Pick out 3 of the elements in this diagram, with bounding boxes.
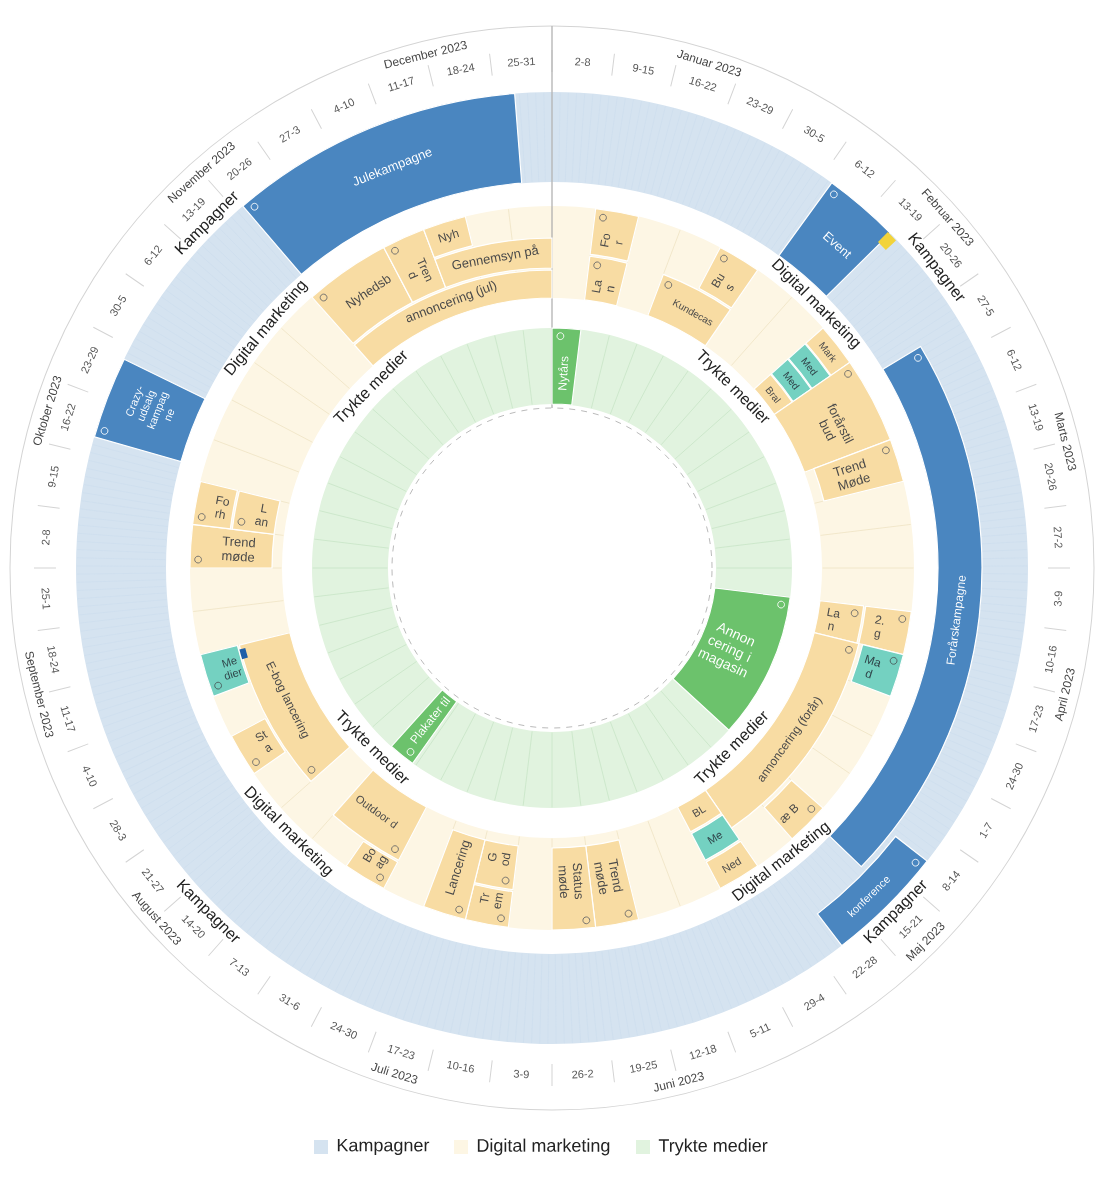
legend-label: Kampagner: [337, 1138, 430, 1156]
legend-label: Trykte medier: [658, 1138, 768, 1156]
legend-label: Digital marketing: [477, 1138, 610, 1156]
